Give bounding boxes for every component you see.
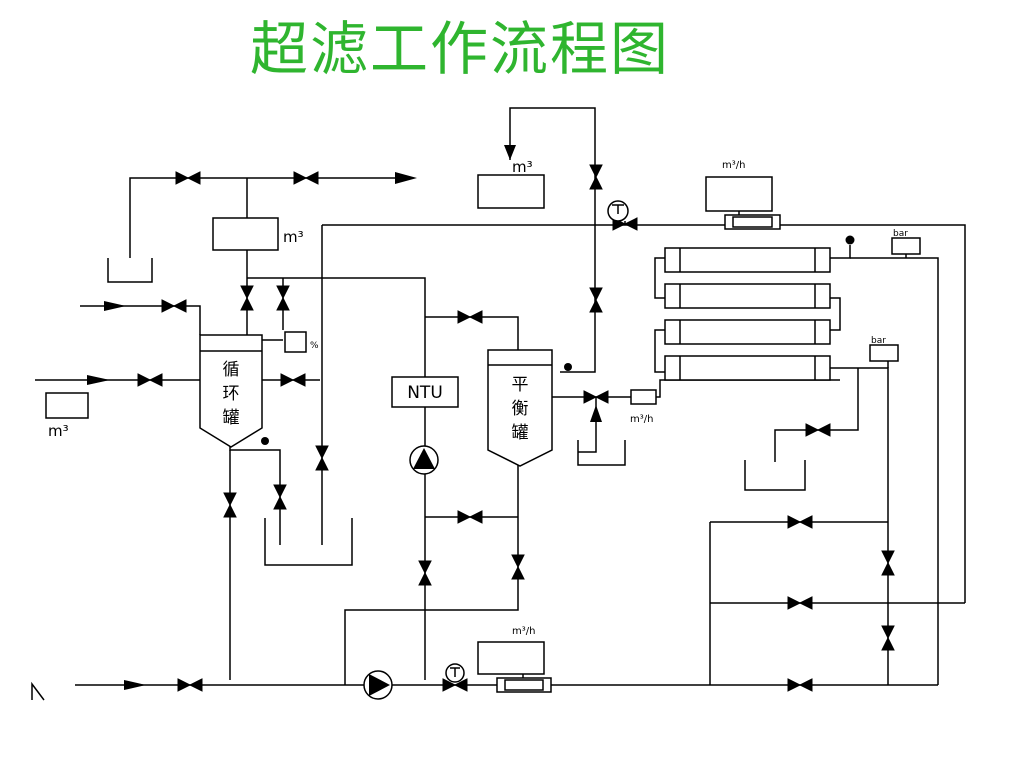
balance-tank-char-3: 罐	[512, 423, 529, 443]
volume-unit-label-3: m³	[48, 422, 69, 440]
instruments: NTU	[363, 376, 459, 700]
balance-tank-char-1: 平	[512, 375, 529, 395]
flow-unit-label-2: m³/h	[512, 626, 535, 637]
circulation-tank-char-3: 罐	[223, 408, 240, 428]
pressure-gauges: bar bar	[445, 200, 921, 683]
volume-unit-label-1: m³	[283, 228, 304, 246]
pressure-unit-label-2: bar	[871, 336, 886, 346]
page-title: 超滤工作流程图	[249, 15, 670, 83]
circulation-tank-char-1: 循	[223, 360, 240, 380]
flow-meters: m³/h m³/h m³/h	[477, 160, 781, 693]
volume-unit-label-2: m³	[512, 158, 533, 176]
drain-tanks	[107, 258, 806, 566]
pressure-unit-label-1: bar	[893, 229, 908, 239]
volume-meters: m³ m³ m³ %	[45, 158, 545, 440]
percent-unit-label: %	[310, 341, 319, 351]
corner-mark	[31, 681, 45, 701]
balance-tank: 平 衡 罐	[487, 349, 572, 467]
flow-arrows	[87, 145, 602, 690]
uf-modules	[664, 247, 831, 381]
flow-unit-label-3: m³/h	[630, 414, 653, 425]
circulation-tank-char-2: 环	[223, 384, 240, 404]
ntu-label: NTU	[407, 383, 443, 403]
circulation-tank: 循 环 罐	[199, 334, 269, 448]
balance-tank-char-2: 衡	[512, 399, 529, 419]
flow-unit-label-1: m³/h	[722, 160, 745, 171]
